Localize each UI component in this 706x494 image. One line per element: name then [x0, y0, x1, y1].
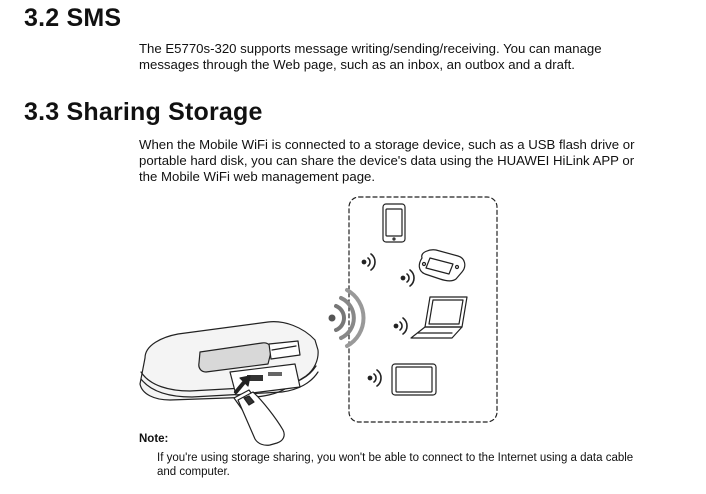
- insert-arrow-icon: [234, 375, 251, 394]
- device-group-frame: [348, 196, 498, 423]
- note-line-2: and computer.: [157, 466, 230, 478]
- sms-line-1: The E5770s-320 supports message writing/…: [139, 41, 602, 56]
- section-heading-sharing-storage: 3.3 Sharing Storage: [24, 98, 263, 126]
- storage-line-2: portable hard disk, you can share the de…: [139, 153, 635, 168]
- tablet-icon: [391, 363, 437, 396]
- sms-line-2: messages through the Web page, such as a…: [139, 57, 575, 72]
- note-text: If you're using storage sharing, you won…: [157, 451, 677, 479]
- mobile-wifi-router: [139, 321, 319, 401]
- storage-line-1: When the Mobile WiFi is connected to a s…: [139, 137, 635, 152]
- note-label: Note:: [139, 433, 169, 445]
- wifi-signal-icon: [361, 253, 376, 271]
- storage-paragraph: When the Mobile WiFi is connected to a s…: [139, 137, 635, 185]
- sms-paragraph: The E5770s-320 supports message writing/…: [139, 41, 602, 73]
- smartphone-icon: [382, 203, 406, 243]
- note-line-1: If you're using storage sharing, you won…: [157, 452, 634, 464]
- usb-flash-drive: [233, 389, 285, 446]
- wifi-signal-icon: [367, 369, 382, 387]
- wifi-signal-icon: [393, 317, 408, 335]
- wifi-signal-icon: [400, 269, 415, 287]
- section-heading-sms: 3.2 SMS: [24, 4, 122, 32]
- broadcast-signal-icon: [328, 288, 366, 348]
- laptop-icon: [410, 296, 468, 339]
- storage-line-3: the Mobile WiFi web management page.: [139, 169, 376, 184]
- game-console-icon: [418, 249, 466, 282]
